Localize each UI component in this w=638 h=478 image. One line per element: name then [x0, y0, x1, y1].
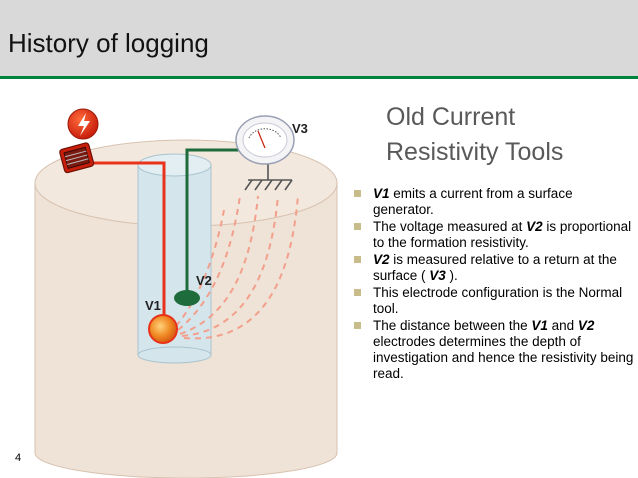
subtitle-line-1: Old Current [386, 103, 516, 131]
square-bullet-icon [354, 289, 361, 296]
square-bullet-icon [354, 256, 361, 263]
slide-title: History of logging [8, 28, 209, 58]
bullet-item: The voltage measured at V2 is proportion… [352, 219, 637, 251]
v2-electrode [174, 290, 200, 306]
bullet-item: The distance between the V1 and V2 elect… [352, 318, 637, 382]
label-v2: V2 [196, 273, 212, 288]
subtitle-line-2: Resistivity Tools [386, 138, 564, 166]
title-underline [0, 76, 638, 79]
voltmeter-icon [235, 115, 295, 165]
v1-electrode [148, 314, 178, 344]
slide-subtitle: Old Current Resistivity Tools [386, 100, 563, 170]
current-wire [88, 161, 166, 322]
bullet-list: V1 emits a current from a surface genera… [352, 186, 637, 383]
generator-icon [59, 108, 99, 174]
title-bar [0, 0, 638, 76]
label-v1: V1 [145, 298, 161, 313]
square-bullet-icon [354, 190, 361, 197]
current-flow-lines [175, 195, 299, 340]
bullet-item: V2 is measured relative to a return at t… [352, 252, 637, 284]
page-number: 4 [15, 452, 22, 464]
bullet-item: This electrode configuration is the Norm… [352, 285, 637, 317]
bullet-item: V1 emits a current from a surface genera… [352, 186, 637, 218]
label-v3: V3 [292, 121, 308, 136]
square-bullet-icon [354, 322, 361, 329]
square-bullet-icon [354, 223, 361, 230]
ground-icon [244, 160, 293, 191]
